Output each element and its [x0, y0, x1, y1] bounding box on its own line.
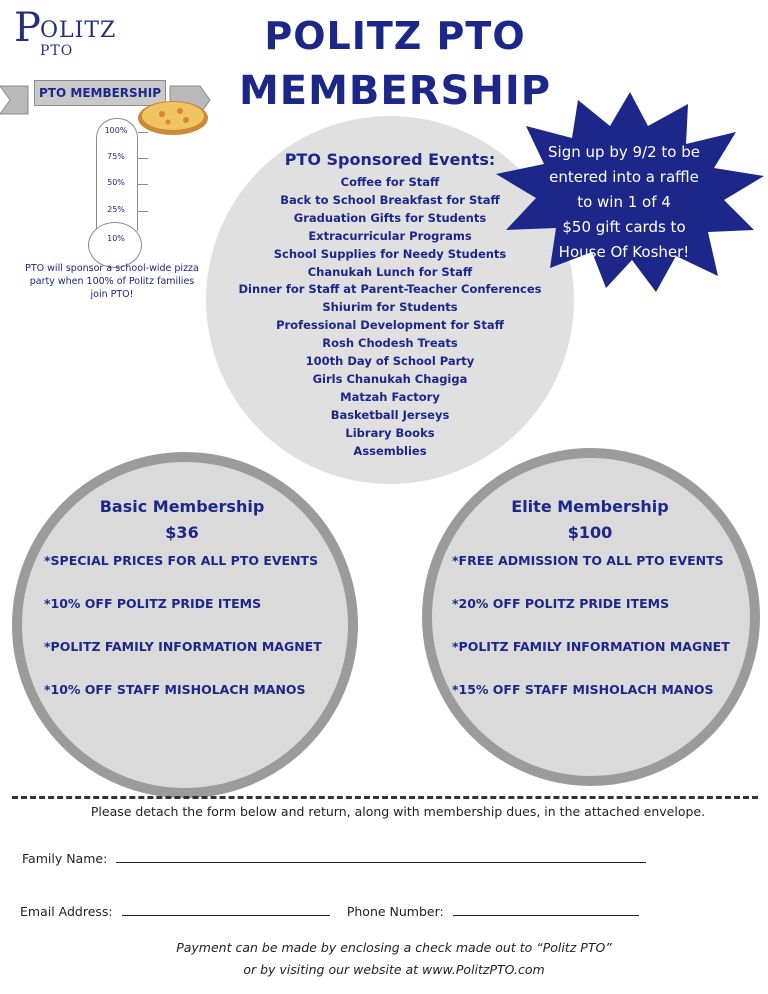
tick-label: 25% [107, 205, 125, 214]
elite-benefits-list: *FREE ADMISSION TO ALL PTO EVENTS *20% O… [452, 553, 730, 725]
events-list: Coffee for Staff Back to School Breakfas… [230, 174, 550, 461]
event-item: Basketball Jerseys [330, 407, 450, 422]
elite-membership-circle [422, 448, 760, 786]
logo-lower-text: PTO [40, 43, 74, 59]
email-phone-row: Email Address: Phone Number: [20, 901, 639, 920]
membership-thermometer: 100% 75% 50% 25% 10% [88, 118, 148, 268]
basic-benefits-list: *SPECIAL PRICES FOR ALL PTO EVENTS *10% … [44, 553, 322, 725]
event-item: Rosh Chodesh Treats [322, 336, 458, 351]
tick-label: 100% [104, 126, 128, 135]
detach-line [12, 796, 758, 799]
benefit-item: *FREE ADMISSION TO ALL PTO EVENTS [452, 553, 724, 568]
benefit-item: *10% OFF POLITZ PRIDE ITEMS [44, 596, 262, 611]
pizza-icon [138, 101, 208, 135]
raffle-line: Sign up by 9/2 to be [548, 143, 700, 161]
event-item: Coffee for Staff [340, 175, 440, 189]
event-item: Shiurim for Students [322, 300, 458, 315]
raffle-text: Sign up by 9/2 to be entered into a raff… [520, 140, 728, 265]
event-item: Graduation Gifts for Students [293, 210, 487, 225]
benefit-item: *15% OFF STAFF MISHOLACH MANOS [452, 682, 714, 697]
event-item: Matzah Factory [340, 389, 440, 404]
event-item: Back to School Breakfast for Staff [280, 192, 500, 207]
logo-letter-p: P [14, 5, 41, 51]
family-name-field[interactable] [116, 850, 647, 863]
event-item: Library Books [345, 425, 435, 440]
phone-field[interactable] [452, 903, 639, 916]
basic-membership-price: $36 [165, 523, 199, 542]
page-title-line2: MEMBERSHIP [238, 68, 552, 114]
event-item: School Supplies for Needy Students [273, 246, 507, 261]
event-item: Dinner for Staff at Parent-Teacher Confe… [238, 282, 542, 297]
event-item: Girls Chanukah Chagiga [312, 371, 468, 386]
events-title: PTO Sponsored Events: [284, 150, 496, 169]
benefit-item: *10% OFF STAFF MISHOLACH MANOS [44, 682, 306, 697]
phone-label: Phone Number: [346, 904, 444, 919]
family-name-row: Family Name: [22, 848, 647, 867]
basic-membership-circle [12, 452, 358, 798]
email-field[interactable] [121, 903, 330, 916]
basic-membership-title: Basic Membership [99, 497, 265, 516]
pto-membership-banner: PTO MEMBERSHIP [34, 80, 166, 106]
elite-membership-price: $100 [567, 523, 613, 542]
elite-membership-title: Elite Membership [511, 497, 669, 516]
benefit-item: *POLITZ FAMILY INFORMATION MAGNET [452, 639, 730, 654]
event-item: Extracurricular Programs [308, 228, 472, 243]
event-item: Assemblies [353, 443, 427, 458]
politz-pto-logo: P OLITZ PTO [14, 8, 124, 60]
benefit-item: *SPECIAL PRICES FOR ALL PTO EVENTS [44, 553, 319, 568]
raffle-line: House Of Kosher! [558, 243, 690, 261]
benefit-item: *20% OFF POLITZ PRIDE ITEMS [452, 596, 670, 611]
event-item: Chanukah Lunch for Staff [307, 264, 473, 279]
tick-label: 75% [107, 152, 125, 161]
logo-upper-text: OLITZ [40, 18, 117, 43]
tick-label: 50% [107, 178, 125, 187]
raffle-line: entered into a raffle [549, 168, 699, 186]
event-item: Professional Development for Staff [276, 318, 504, 333]
pizza-party-note: PTO will sponsor a school-wide pizza par… [25, 263, 199, 300]
starburst-icon [496, 92, 764, 292]
family-name-label: Family Name: [22, 851, 108, 866]
email-label: Email Address: [20, 904, 113, 919]
raffle-line: to win 1 of 4 [577, 193, 671, 211]
raffle-line: $50 gift cards to [562, 218, 686, 236]
payment-line-1: Payment can be made by enclosing a check… [176, 940, 612, 955]
page-title-line1: POLITZ PTO [264, 14, 526, 58]
benefit-item: *POLITZ FAMILY INFORMATION MAGNET [44, 639, 322, 654]
detach-instructions: Please detach the form below and return,… [90, 804, 706, 819]
tick-label: 10% [107, 234, 125, 243]
payment-line-2: or by visiting our website at www.Politz… [243, 962, 545, 977]
event-item: 100th Day of School Party [305, 354, 475, 369]
